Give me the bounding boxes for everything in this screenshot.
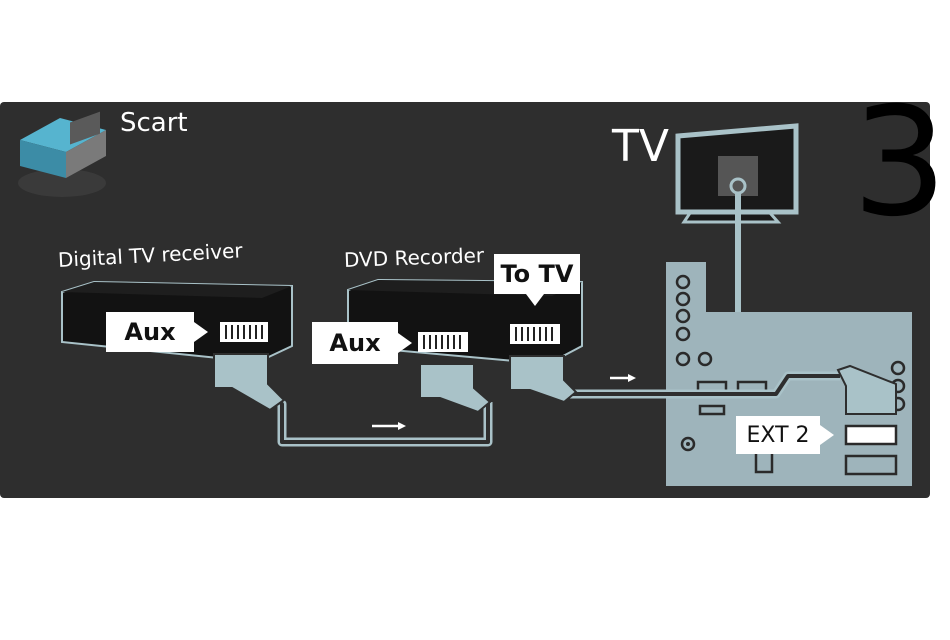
legend-scart-label: Scart (120, 108, 188, 138)
scart-cable-receiver-to-recorder (214, 354, 490, 442)
recorder-aux-callout: Aux (312, 322, 398, 364)
receiver-aux-callout: Aux (106, 312, 194, 352)
recorder-to-tv-callout: To TV (494, 254, 580, 294)
recorder-to-tv-callout-arrow (526, 294, 544, 306)
scart-plug-icon (18, 112, 106, 197)
ext2-callout: EXT 2 (736, 416, 820, 454)
tv-label: TV (612, 122, 669, 172)
ext2-callout-arrow (820, 425, 834, 445)
recorder-name-label: DVD Recorder (344, 243, 485, 272)
step-number: 3 (852, 88, 943, 238)
receiver-aux-callout-arrow (194, 322, 208, 342)
recorder-aux-callout-arrow (398, 333, 412, 353)
